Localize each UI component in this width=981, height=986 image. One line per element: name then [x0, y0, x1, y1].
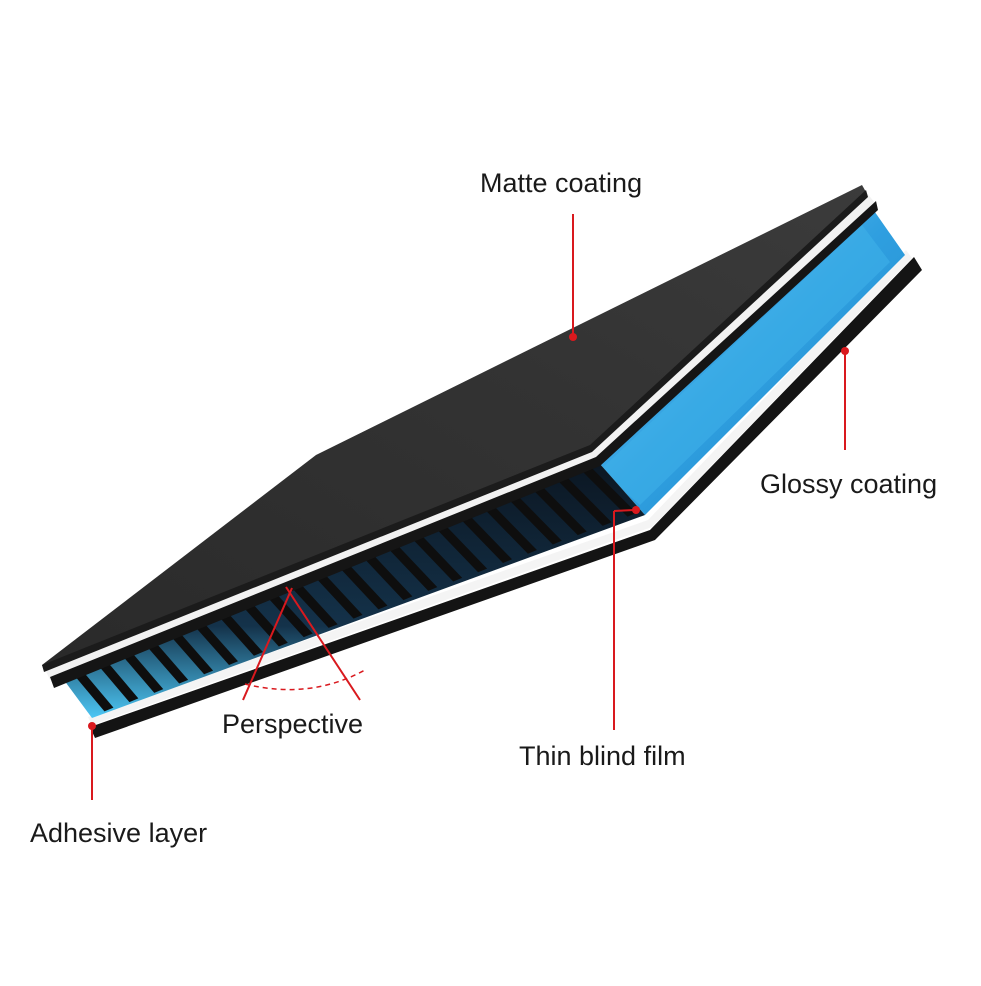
- matte-leader-dot: [569, 333, 577, 341]
- blind-blade: [218, 611, 263, 656]
- blind-blade: [170, 631, 214, 675]
- blind-film-blades: [74, 463, 637, 712]
- blind-blade: [578, 463, 637, 517]
- thin-blind-film-label: Thin blind film: [519, 741, 686, 771]
- blind-blade: [314, 572, 363, 619]
- perspective-arc: [244, 669, 366, 691]
- blind-blade: [74, 671, 114, 712]
- blind-blade: [266, 592, 313, 638]
- blind-blade: [434, 522, 488, 573]
- blind-blade: [506, 492, 562, 545]
- blind-blade: [194, 621, 238, 665]
- glossy-leader-dot: [841, 347, 849, 355]
- blind-blade: [410, 532, 463, 582]
- perspective-leader-left: [242, 587, 293, 701]
- blind-blade: [386, 542, 438, 591]
- thin-leader-tick: [613, 509, 635, 512]
- glossy-coating-label: Glossy coating: [760, 469, 938, 499]
- blind-blade: [530, 483, 587, 536]
- blind-blade: [146, 641, 189, 684]
- blind-blade: [122, 651, 164, 693]
- adhesive-leader-dot: [88, 722, 96, 730]
- blind-blade: [338, 562, 388, 610]
- thin-leader-dot: [632, 506, 640, 514]
- matte-coating-label: Matte coating: [480, 168, 643, 198]
- blind-blade: [98, 661, 139, 703]
- perspective-leader-right: [285, 586, 361, 701]
- blind-film-side-highlight: [600, 225, 890, 505]
- matte-coating-surface: [42, 185, 866, 670]
- blind-blade: [290, 582, 338, 628]
- adhesive-layer-label: Adhesive layer: [30, 818, 208, 848]
- blind-blade: [362, 552, 413, 601]
- blind-blade: [242, 601, 288, 647]
- blind-blade: [554, 473, 612, 526]
- blind-blade: [458, 512, 512, 563]
- perspective-label: Perspective: [222, 709, 364, 739]
- blind-blade: [482, 502, 537, 554]
